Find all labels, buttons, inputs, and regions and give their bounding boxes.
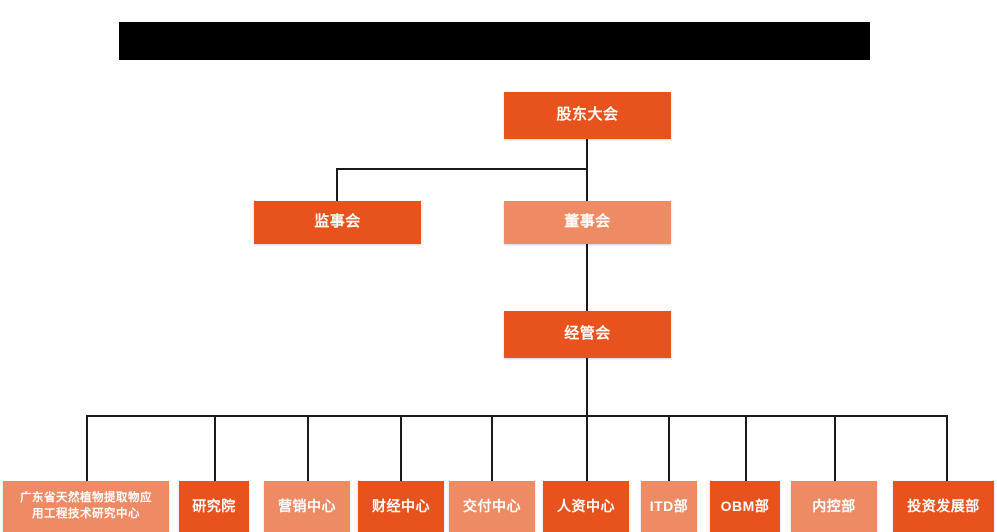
connector-level1-bus [336,168,588,170]
connector-to-finance [400,415,402,481]
connector-to-research-center [86,415,88,481]
node-shareholders[interactable]: 股东大会 [504,92,671,139]
node-management-label: 经管会 [564,325,611,343]
connector-to-obm [745,415,747,481]
node-marketing-label: 营销中心 [278,498,336,515]
node-directors-label: 董事会 [564,213,611,231]
node-hr-label: 人资中心 [557,498,615,515]
node-internal-control[interactable]: 内控部 [791,481,877,532]
node-research-center[interactable]: 广东省天然植物提取物应 用工程技术研究中心 [3,481,169,532]
node-management[interactable]: 经管会 [504,311,671,358]
node-investment[interactable]: 投资发展部 [893,481,994,532]
node-internal-control-label: 内控部 [812,498,856,515]
node-institute[interactable]: 研究院 [179,481,249,532]
node-institute-label: 研究院 [192,498,236,515]
node-supervisors-label: 监事会 [314,213,361,231]
connector-to-hr [586,415,588,481]
node-delivery[interactable]: 交付中心 [449,481,535,532]
connector-to-itd [668,415,670,481]
connector-to-supervisors [336,168,338,201]
connector-to-delivery [491,415,493,481]
node-research-center-label: 广东省天然植物提取物应 用工程技术研究中心 [20,491,152,520]
node-shareholders-label: 股东大会 [556,106,619,124]
node-itd-label: ITD部 [649,498,689,515]
node-investment-label: 投资发展部 [907,498,980,515]
node-obm[interactable]: OBM部 [710,481,780,532]
connector-bottom-bus [86,415,947,417]
connector-to-institute [214,415,216,481]
node-hr[interactable]: 人资中心 [543,481,629,532]
connector-directors-to-management [586,243,588,311]
node-finance[interactable]: 财经中心 [358,481,444,532]
connector-management-down [586,358,588,416]
node-finance-label: 财经中心 [372,498,430,515]
node-obm-label: OBM部 [720,498,770,515]
connector-shareholders-down [586,139,588,169]
node-itd[interactable]: ITD部 [641,481,697,532]
connector-to-directors [586,168,588,201]
node-directors[interactable]: 董事会 [504,201,671,244]
connector-to-internal-control [834,415,836,481]
node-supervisors[interactable]: 监事会 [254,201,421,244]
node-delivery-label: 交付中心 [463,498,521,515]
node-marketing[interactable]: 营销中心 [264,481,350,532]
connector-to-marketing [307,415,309,481]
redacted-title-bar [119,22,870,60]
connector-to-investment [946,415,948,481]
